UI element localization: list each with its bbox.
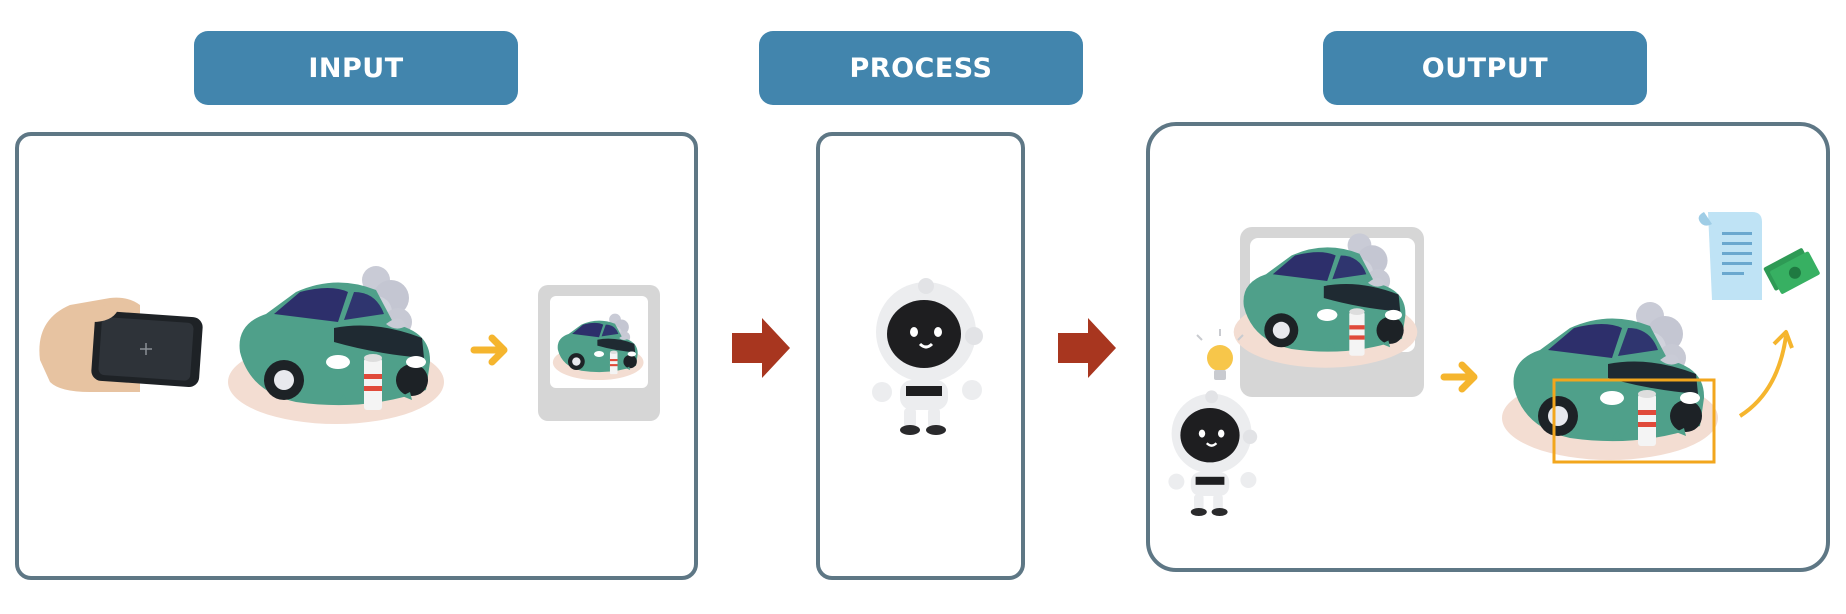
money-icon [1763, 248, 1820, 294]
ai-robot-icon [1167, 389, 1259, 518]
small-arrow-icon [470, 334, 508, 366]
small-arrow-icon [1440, 361, 1478, 393]
output-stage-label: OUTPUT [1323, 31, 1647, 105]
receipt-icon [1698, 212, 1762, 300]
damaged-car-image [228, 266, 444, 424]
ai-robot-icon [870, 276, 985, 437]
hand-holding-phone-icon [39, 297, 203, 392]
curved-arrow-icon [1738, 335, 1788, 418]
process-stage-label: PROCESS [759, 31, 1083, 105]
analyzed-photo-icon [1233, 227, 1424, 397]
flow-arrow-icon [732, 318, 790, 378]
flow-arrow-icon [1058, 318, 1116, 378]
photo-thumbnail-icon [538, 285, 660, 421]
lightbulb-icon [1196, 329, 1244, 380]
input-stage-label: INPUT [194, 31, 518, 105]
damage-detection-box [1552, 378, 1716, 464]
